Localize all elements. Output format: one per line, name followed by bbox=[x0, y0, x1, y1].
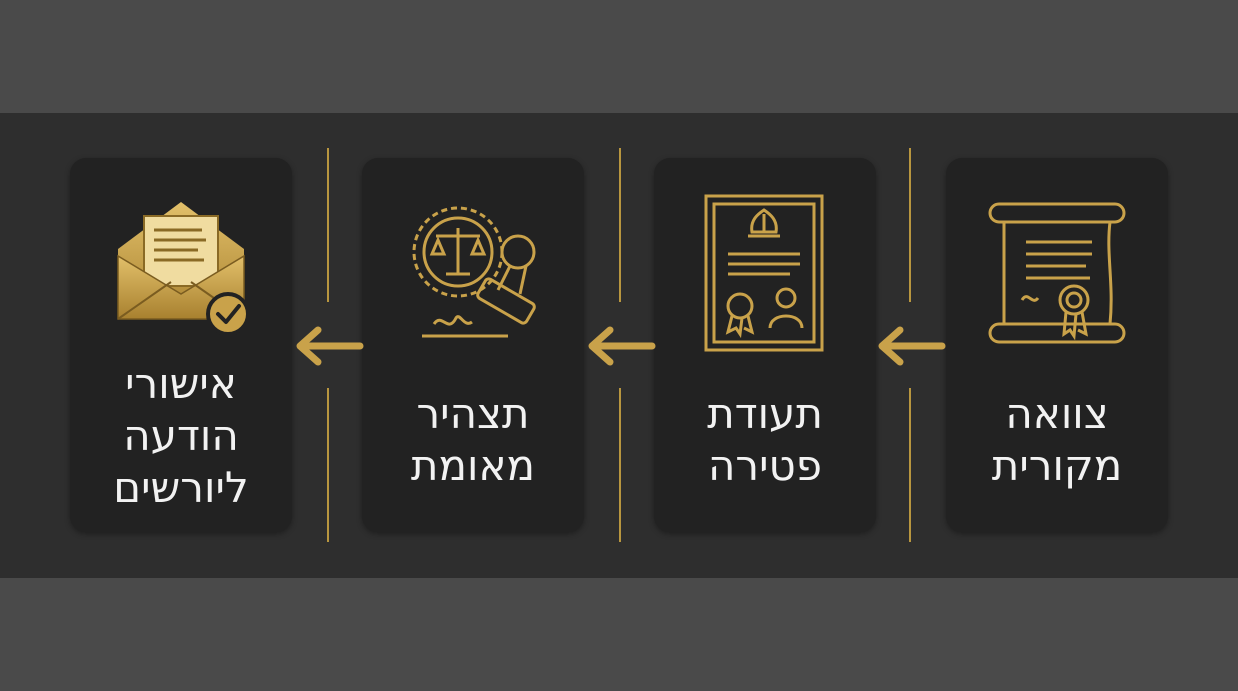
step-label: צוואה מקורית bbox=[991, 389, 1123, 490]
divider-line bbox=[619, 388, 621, 542]
step-card-heirs-notice: אישורי הודעה ליורשים bbox=[70, 158, 292, 532]
scroll-seal-icon bbox=[988, 202, 1126, 344]
step-label: אישורי הודעה ליורשים bbox=[113, 359, 249, 512]
step-label: תצהיר מאומת bbox=[410, 389, 536, 490]
step-card-original-will: צוואה מקורית bbox=[946, 158, 1168, 532]
divider-line bbox=[327, 388, 329, 542]
step-label: תעודת פטירה bbox=[707, 389, 823, 490]
notary-stamp-icon bbox=[412, 206, 536, 338]
arrow-left-icon bbox=[296, 326, 364, 366]
divider-line bbox=[909, 388, 911, 542]
divider-line bbox=[327, 148, 329, 302]
divider-line bbox=[909, 148, 911, 302]
step-card-affidavit: תצהיר מאומת bbox=[362, 158, 584, 532]
envelope-check-icon bbox=[117, 202, 250, 336]
certificate-icon bbox=[704, 194, 824, 352]
arrow-left-icon bbox=[878, 326, 946, 366]
divider-line bbox=[619, 148, 621, 302]
arrow-left-icon bbox=[588, 326, 656, 366]
step-card-death-certificate: תעודת פטירה bbox=[654, 158, 876, 532]
